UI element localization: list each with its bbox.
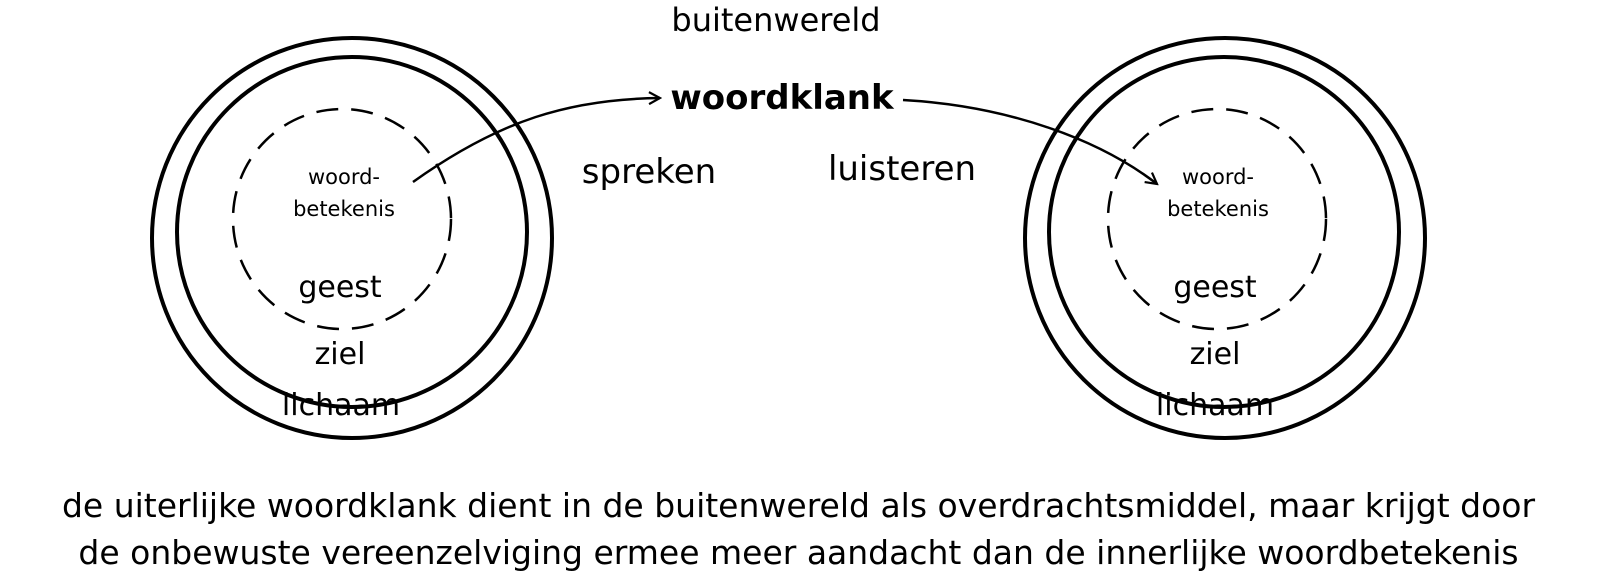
right-soul-circle — [1047, 55, 1401, 409]
left-body-label: lichaam — [282, 388, 400, 423]
right-spirit-label: geest — [1173, 270, 1257, 305]
left-person: woord- betekenis geest ziel lichaam — [150, 36, 554, 440]
caption-line1: de uiterlijke woordklank dient in de bui… — [61, 486, 1536, 525]
left-inner-label-line2: betekenis — [293, 197, 395, 221]
left-body-circle — [150, 36, 554, 440]
left-soul-circle — [175, 55, 529, 409]
left-spirit-circle — [231, 107, 453, 331]
speaking-arrow — [412, 98, 660, 184]
right-body-label: lichaam — [1156, 388, 1274, 423]
word-sound-label: woordklank — [670, 78, 895, 118]
right-person: woord- betekenis geest ziel lichaam — [1023, 36, 1427, 440]
left-soul-label: ziel — [315, 337, 366, 372]
right-inner-label-line1: woord- — [1182, 165, 1254, 189]
speaking-label: spreken — [582, 152, 716, 192]
right-spirit-circle — [1106, 107, 1328, 331]
right-body-circle — [1023, 36, 1427, 440]
outer-world-label: buitenwereld — [671, 1, 880, 39]
left-inner-label-line1: woord- — [308, 165, 380, 189]
right-soul-label: ziel — [1190, 337, 1241, 372]
right-inner-label-line2: betekenis — [1167, 197, 1269, 221]
left-spirit-label: geest — [298, 270, 382, 305]
listening-label: luisteren — [828, 149, 976, 189]
caption-line2: de onbewuste vereenzelviging ermee meer … — [78, 533, 1519, 572]
listening-arrow — [902, 98, 1157, 184]
